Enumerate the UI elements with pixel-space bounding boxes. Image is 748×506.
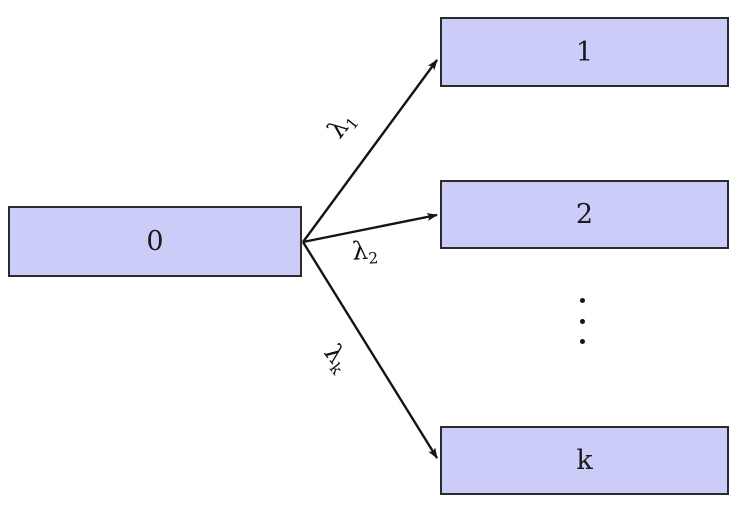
edge-label-lambda-1: λ1 xyxy=(322,107,363,143)
ellipsis-dot xyxy=(579,318,585,324)
node-box-k[interactable]: k xyxy=(440,426,729,495)
ellipsis-dot xyxy=(579,339,585,344)
lambda-subscript-2: 2 xyxy=(367,248,379,268)
node-label-2: 2 xyxy=(575,199,594,230)
edge-label-lambda-2: λ2 xyxy=(351,235,379,268)
node-box-1[interactable]: 1 xyxy=(440,17,729,87)
node-label-k: k xyxy=(576,445,593,476)
node-label-1: 1 xyxy=(575,36,594,68)
edge-arrow-to-1 xyxy=(302,59,438,243)
edge-arrow-to-k xyxy=(301,241,439,459)
vertical-ellipsis-icon xyxy=(572,298,592,344)
edge-label-lambda-k: λk xyxy=(318,339,355,378)
lambda-symbol-2: λ xyxy=(351,235,369,266)
node-label-0: 0 xyxy=(146,226,164,257)
node-box-source[interactable]: 0 xyxy=(8,206,302,277)
node-box-2[interactable]: 2 xyxy=(440,180,729,249)
ellipsis-dot xyxy=(579,298,585,303)
